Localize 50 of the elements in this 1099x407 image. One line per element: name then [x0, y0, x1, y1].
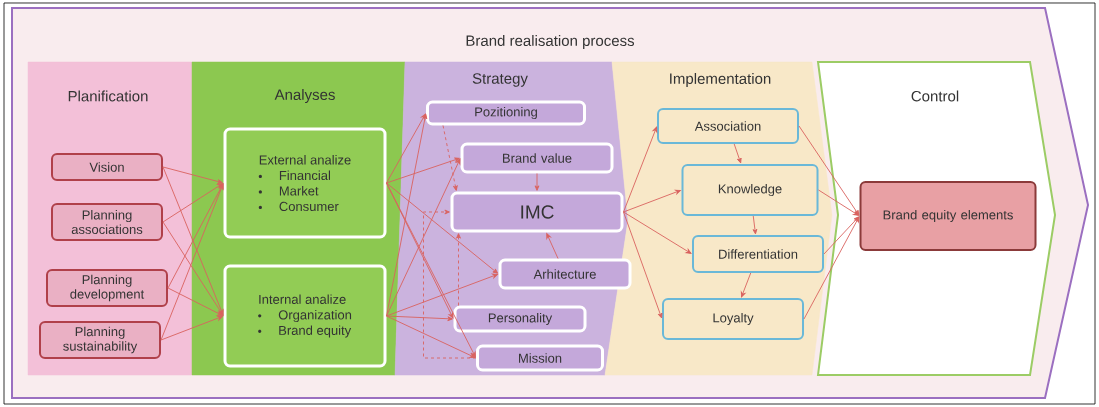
arrow [623, 211, 663, 319]
arrow [386, 158, 461, 317]
planning-box: Vision [51, 153, 163, 181]
implementation-box: Association [657, 108, 799, 144]
arrow [752, 215, 758, 235]
arrow [733, 143, 742, 164]
arrow [162, 221, 224, 316]
implementation-box: Differentiation [692, 235, 824, 273]
arrow [623, 189, 681, 213]
arrow [386, 182, 476, 358]
arrow [167, 287, 223, 316]
arrow [534, 173, 540, 191]
strategy-box: Brand value [460, 142, 614, 174]
arrow [160, 183, 224, 341]
analysis-box: External analize Financial Market Consumer [223, 127, 387, 239]
arrow [546, 233, 559, 259]
arrow [823, 216, 860, 255]
arrow [456, 233, 461, 306]
arrow [160, 315, 223, 341]
arrow [162, 183, 223, 223]
result-box: Brand equity elements [859, 181, 1037, 251]
planning-box: Planning sustainability [39, 321, 161, 359]
arrow [386, 182, 499, 274]
strategy-box: Arhitecture [498, 258, 632, 290]
arrow [623, 211, 692, 254]
arrow [386, 157, 460, 184]
planning-box: Planning associations [51, 203, 163, 241]
analysis-box: Internal analize Organization Brand equity [223, 264, 387, 368]
planning-box: Planning development [46, 269, 168, 307]
strategy-box: IMC [450, 191, 624, 233]
arrow [803, 216, 860, 320]
implementation-box: Knowledge [681, 164, 819, 216]
arrow [386, 113, 426, 184]
arrow [818, 189, 859, 216]
strategy-box: Pozitioning [426, 100, 586, 126]
arrow [423, 209, 477, 359]
arrow [386, 273, 498, 317]
arrow [798, 125, 860, 216]
arrow [386, 113, 428, 317]
strategy-box: Mission [476, 344, 604, 372]
arrow [162, 166, 224, 316]
arrow [167, 183, 224, 289]
arrow [442, 125, 458, 191]
arrow [386, 315, 453, 322]
implementation-box: Loyalty [662, 298, 804, 340]
arrow [162, 166, 223, 184]
arrow [386, 315, 476, 358]
strategy-box: Personality [453, 305, 587, 333]
arrow [740, 272, 752, 298]
arrow [623, 126, 658, 213]
